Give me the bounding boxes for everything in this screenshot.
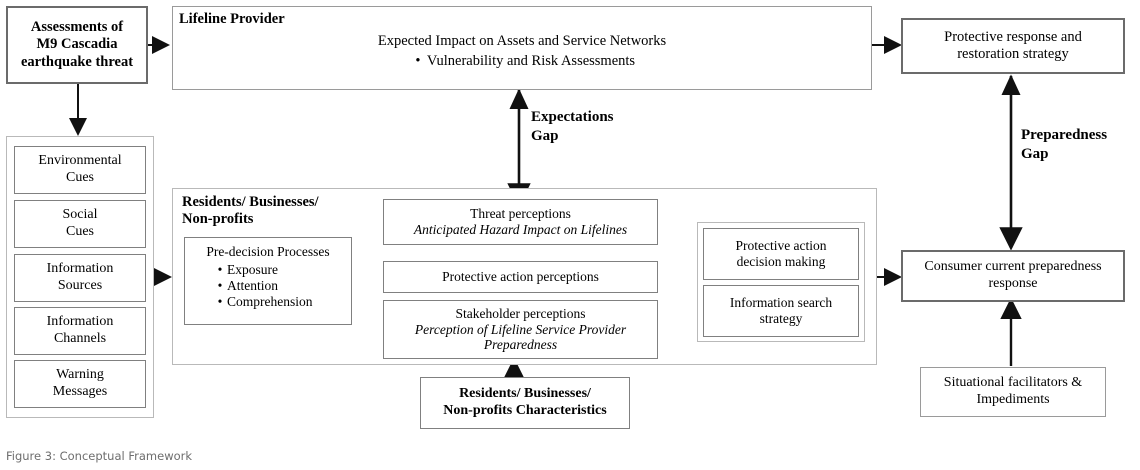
pre-decision-item-comprehension: Comprehension (213, 294, 351, 310)
pre-decision-item-exposure: Exposure (213, 262, 351, 278)
node-lifeline-provider: Lifeline Provider Expected Impact on Ass… (172, 6, 872, 90)
situational-line-2: Impediments (976, 392, 1050, 407)
node-protective-response: Protective response and restoration stra… (901, 18, 1125, 74)
warning-messages-line-2: Messages (52, 384, 108, 399)
information-search-line-1: Information search (729, 295, 833, 311)
lifeline-provider-header: Lifeline Provider (179, 11, 285, 27)
protective-action-decision-line-1: Protective action (735, 238, 827, 254)
label-preparedness-gap: Preparedness Gap (1021, 126, 1107, 164)
characteristics-line-2: Non-profits Characteristics (443, 403, 607, 418)
consumer-preparedness-line-1: Consumer current preparedness (924, 259, 1102, 275)
node-threat-perceptions: Threat perceptions Anticipated Hazard Im… (383, 199, 658, 245)
stakeholder-perceptions-subtitle-2: Preparedness (483, 337, 558, 353)
protective-response-line-2: restoration strategy (957, 46, 1069, 62)
lifeline-provider-bullet: Vulnerability and Risk Assessments (173, 53, 871, 70)
lifeline-provider-body: Expected Impact on Assets and Service Ne… (377, 33, 667, 49)
protective-action-perceptions-title: Protective action perceptions (442, 269, 599, 285)
expectations-gap-line-1: Expectations (531, 109, 614, 125)
node-situational-facilitators: Situational facilitators & Impediments (920, 367, 1106, 417)
node-assessments: Assessments of M9 Cascadia earthquake th… (6, 6, 148, 84)
figure-caption: Figure 3: Conceptual Framework (6, 449, 193, 463)
protective-action-decision-line-2: decision making (736, 254, 826, 269)
social-cues-line-1: Social (62, 207, 98, 223)
social-cues-line-2: Cues (66, 224, 94, 239)
information-search-line-2: strategy (759, 311, 803, 326)
threat-perceptions-title: Threat perceptions (470, 206, 571, 222)
node-social-cues: Social Cues (14, 200, 146, 248)
node-environmental-cues: Environmental Cues (14, 146, 146, 194)
node-protective-action-decision: Protective action decision making (703, 228, 859, 280)
node-stakeholder-perceptions: Stakeholder perceptions Perception of Li… (383, 300, 658, 359)
stakeholder-perceptions-subtitle-1: Perception of Lifeline Service Provider (414, 321, 627, 337)
environmental-cues-line-2: Cues (65, 170, 94, 185)
node-information-search-strategy: Information search strategy (703, 285, 859, 337)
preparedness-gap-line-1: Preparedness (1021, 127, 1108, 143)
information-sources-line-1: Information (46, 261, 114, 277)
information-channels-line-1: Information (46, 314, 114, 330)
environmental-cues-line-1: Environmental (38, 153, 122, 169)
preparedness-gap-line-2: Gap (1021, 145, 1049, 162)
pre-decision-list: Exposure Attention Comprehension (213, 262, 351, 310)
residents-header-line-1: Residents/ Businesses/ (182, 194, 319, 210)
node-protective-action-perceptions: Protective action perceptions (383, 261, 658, 293)
residents-header-line-2: Non-profits (182, 211, 254, 228)
consumer-preparedness-line-2: response (988, 276, 1038, 291)
residents-header: Residents/ Businesses/ Non-profits (182, 194, 319, 229)
situational-line-1: Situational facilitators & (943, 375, 1083, 391)
characteristics-line-1: Residents/ Businesses/ (459, 386, 591, 402)
stakeholder-perceptions-title: Stakeholder perceptions (455, 305, 586, 321)
node-information-channels: Information Channels (14, 307, 146, 355)
assessments-line-2: M9 Cascadia (36, 36, 118, 53)
pre-decision-item-attention: Attention (213, 278, 351, 294)
node-information-sources: Information Sources (14, 254, 146, 302)
assessments-line-1: Assessments of (30, 19, 124, 36)
node-consumer-preparedness-response: Consumer current preparedness response (901, 250, 1125, 302)
expectations-gap-line-2: Gap (531, 127, 559, 144)
pre-decision-title: Pre-decision Processes (206, 244, 330, 259)
node-pre-decision-processes: Pre-decision Processes Exposure Attentio… (184, 237, 352, 325)
node-warning-messages: Warning Messages (14, 360, 146, 408)
information-channels-line-2: Channels (53, 331, 107, 346)
assessments-line-3: earthquake threat (20, 53, 134, 70)
label-expectations-gap: Expectations Gap (531, 108, 614, 146)
threat-perceptions-subtitle: Anticipated Hazard Impact on Lifelines (413, 222, 628, 237)
protective-response-line-1: Protective response and (944, 28, 1082, 45)
information-sources-line-2: Sources (57, 278, 103, 293)
warning-messages-line-1: Warning (56, 367, 104, 383)
node-residents-characteristics: Residents/ Businesses/ Non-profits Chara… (420, 377, 630, 429)
